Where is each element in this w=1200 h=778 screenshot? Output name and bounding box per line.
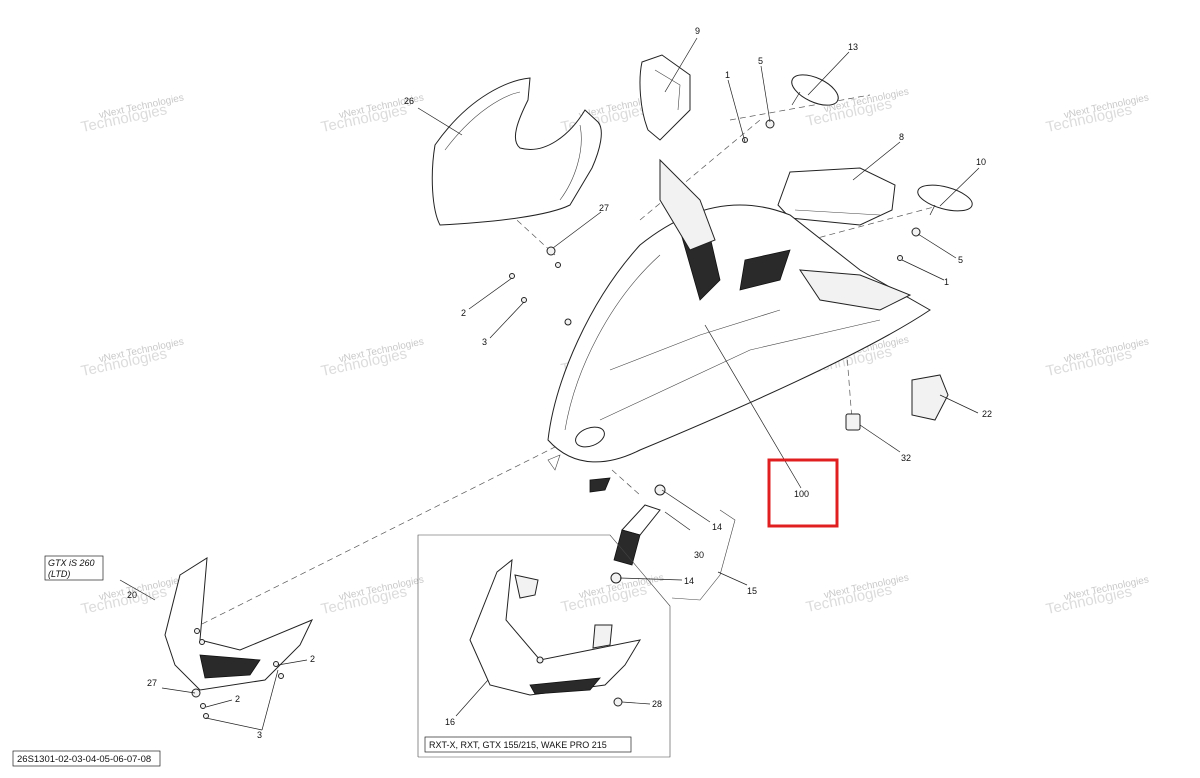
callout-2: 2	[235, 694, 240, 704]
gtx-note: GTX iS 260 (LTD)	[44, 555, 104, 581]
callout-numbers: 26 9 13 1 5 8 10 5 1 27 2 3 22 32 14 30 …	[127, 26, 992, 740]
callout-30: 30	[694, 550, 704, 560]
model-variant-box	[417, 534, 671, 758]
callout-2: 2	[461, 308, 466, 318]
callout-28: 28	[652, 699, 662, 709]
callout-32: 32	[901, 453, 911, 463]
callout-26: 26	[404, 96, 414, 106]
part-20-nose-cover	[164, 557, 314, 719]
watermark-1: Technologies vNext Technologies	[79, 92, 184, 136]
part-30-spring-assembly	[610, 484, 691, 584]
leader-lines	[119, 37, 980, 731]
part-9-panel	[639, 54, 691, 141]
part-26-cover-panel	[431, 77, 602, 226]
callout-27: 27	[599, 203, 609, 213]
diagram-code-box: 26S1301-02-03-04-05-06-07-08	[12, 750, 161, 767]
watermark-7: Technologies vNext Technologies	[319, 336, 424, 380]
dash-line-mirror-13	[729, 94, 871, 121]
watermark-12: Technologies vNext Technologies	[319, 574, 424, 618]
callout-100: 100	[794, 489, 809, 499]
callout-1: 1	[944, 277, 949, 287]
main-hood-body	[547, 158, 931, 493]
fasteners-left	[509, 119, 921, 326]
gtx-note-line2: (LTD)	[48, 569, 70, 579]
variant-box-frame	[417, 534, 671, 758]
watermark-10: Technologies vNext Technologies	[1044, 336, 1149, 380]
callout-14: 14	[684, 576, 694, 586]
part-8-pad	[777, 167, 896, 226]
gtx-note-frame	[44, 555, 104, 581]
watermark-6: Technologies vNext Technologies	[79, 336, 184, 380]
callout-27: 27	[147, 678, 157, 688]
highlight-box	[767, 458, 839, 528]
callout-1: 1	[725, 70, 730, 80]
part-16-nose-cover	[469, 558, 642, 707]
diagram-code-frame	[12, 750, 161, 767]
callout-3: 3	[257, 730, 262, 740]
callout-2: 2	[310, 654, 315, 664]
callout-20: 20	[127, 590, 137, 600]
model-label-text: RXT-X, RXT, GTX 155/215, WAKE PRO 215	[429, 740, 607, 750]
model-label-frame	[424, 736, 632, 753]
callout-16: 16	[445, 717, 455, 727]
part-13-mirror	[791, 74, 839, 106]
part-22-latch	[911, 374, 949, 421]
bracket-15	[671, 509, 736, 601]
diagram-code-text: 26S1301-02-03-04-05-06-07-08	[17, 754, 151, 765]
callout-22: 22	[982, 409, 992, 419]
callout-10: 10	[976, 157, 986, 167]
watermark-15: Technologies vNext Technologies	[1044, 574, 1149, 618]
callout-3: 3	[482, 337, 487, 347]
callout-5: 5	[958, 255, 963, 265]
callout-13: 13	[848, 42, 858, 52]
callout-5: 5	[758, 56, 763, 66]
callout-9: 9	[695, 26, 700, 36]
dash-line-top	[639, 119, 761, 221]
gtx-note-line1: GTX iS 260	[48, 558, 95, 568]
callout-14: 14	[712, 522, 722, 532]
part-32-clip	[845, 413, 861, 431]
model-label: RXT-X, RXT, GTX 155/215, WAKE PRO 215	[424, 736, 632, 753]
callout-8: 8	[899, 132, 904, 142]
dash-line-spring	[611, 469, 641, 496]
watermark-5: Technologies vNext Technologies	[1044, 92, 1149, 136]
watermark-14: Technologies vNext Technologies	[804, 572, 909, 616]
callout-15: 15	[747, 586, 757, 596]
highlighted-callout-100[interactable]: 100	[767, 458, 839, 528]
part-10-mirror	[917, 184, 973, 216]
dash-line-mirror-10	[809, 199, 961, 241]
